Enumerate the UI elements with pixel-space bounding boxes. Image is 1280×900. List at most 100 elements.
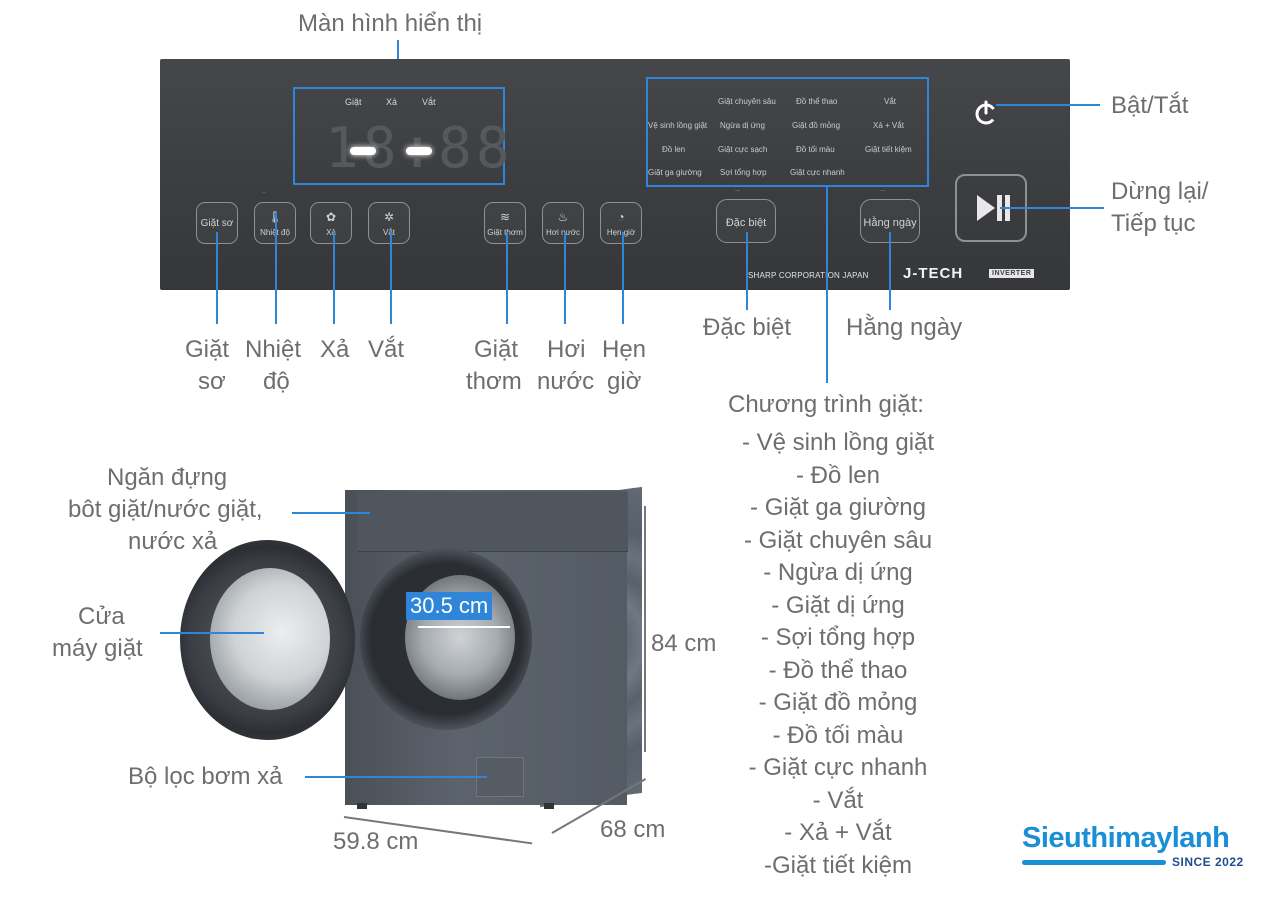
fragrance-button-label: Giặt thơm	[487, 228, 523, 237]
height-dimension-line	[644, 506, 646, 752]
sieuthimaylanh-logo: Sieuthimaylanh SINCE 2022	[1022, 822, 1252, 880]
inverter-badge: INVERTER	[989, 269, 1035, 278]
daily-hint: ◦◦◦	[880, 188, 886, 194]
power-callout-label: Bật/Tắt	[1111, 92, 1189, 119]
display-mode-spin: Vắt	[422, 97, 436, 107]
width-label: 59.8 cm	[333, 828, 419, 855]
list-item: - Giặt đồ mỏng	[758, 689, 918, 716]
door-glass	[210, 568, 330, 710]
list-item: - Đồ len	[795, 461, 881, 489]
timer-icon: ◔	[617, 210, 625, 224]
list-item: - Giặt dị ứng	[771, 591, 905, 619]
spin-button-label: Vắt	[382, 228, 395, 237]
prewash-button-label: Giặt sơ	[200, 218, 234, 229]
power-button[interactable]	[968, 95, 1004, 131]
list-item: - Giặt cực nhanh	[748, 754, 928, 781]
spin-button[interactable]: ✲ Vắt	[368, 202, 410, 244]
display-mode-wash: Giặt	[345, 97, 362, 107]
logo-name: Sieuthimaylanh	[1022, 822, 1230, 854]
temp-callout-2: độ	[263, 368, 290, 395]
spin-icon: ✲	[383, 210, 395, 224]
logo-since: SINCE 2022	[1172, 855, 1244, 869]
timer-button[interactable]: ◔ Hẹn giờ	[600, 202, 642, 244]
thermometer-icon: 🌡	[255, 210, 295, 224]
prewash-connector	[216, 232, 218, 324]
door-callout-2: máy giặt	[52, 635, 143, 662]
drum-diameter-label: 30.5 cm	[406, 592, 493, 620]
power-connector	[996, 104, 1100, 106]
list-item: - Vắt	[812, 786, 864, 814]
display-dash-left	[350, 147, 376, 155]
program-delicates: Giặt đồ mỏng	[792, 121, 841, 130]
list-item: - Giặt ga giường	[750, 494, 926, 521]
detergent-callout-1: Ngăn đựng	[107, 464, 228, 491]
fragrance-button[interactable]: ≋ Giặt thơm	[484, 202, 526, 244]
program-synthetic: Sợi tổng hợp	[720, 168, 767, 177]
timer-callout-2: giờ	[607, 368, 642, 395]
special-callout: Đặc biệt	[703, 314, 792, 341]
detergent-connector	[292, 512, 370, 514]
display-dash-right	[406, 147, 432, 155]
door-callout-1: Cửa	[78, 603, 125, 630]
program-rinse-spin: Xả + Vắt	[873, 121, 904, 130]
program-eco: Giặt tiết kiệm	[865, 145, 912, 154]
program-super-clean: Giặt cực sạch	[718, 145, 768, 154]
power-icon	[975, 100, 997, 125]
list-item: - Đồ tối màu	[772, 721, 904, 749]
prewash-callout-1: Giặt	[185, 336, 230, 363]
program-spin: Vắt	[884, 97, 897, 106]
pause-callout-line1: Dừng lại/	[1111, 178, 1209, 205]
rinse-button[interactable]: ✿ Xả	[310, 202, 352, 244]
pause-callout-line2: Tiếp tục	[1111, 210, 1196, 237]
machine-foot-right	[544, 803, 554, 809]
steam-callout-1: Hơi	[547, 336, 586, 363]
temp-hint: ◦◦	[262, 190, 266, 196]
daily-button-label: Hằng ngày	[863, 217, 917, 229]
list-item: - Giặt chuyên sâu	[743, 526, 933, 554]
timer-callout-1: Hẹn	[602, 336, 647, 363]
fragrance-icon: ≋	[499, 210, 511, 224]
program-highlight	[646, 77, 929, 187]
program-drum-clean: Vệ sinh lồng giặt	[648, 121, 708, 130]
program-sportswear: Đồ thể thao	[796, 97, 838, 106]
spin-callout: Vắt	[368, 336, 405, 363]
daily-connector	[889, 232, 891, 310]
display-highlight	[293, 87, 505, 185]
logo-wave	[1022, 860, 1166, 865]
detergent-callout-3: nước xả	[128, 528, 218, 555]
door-connector	[160, 632, 264, 634]
depth-label: 68 cm	[600, 816, 666, 843]
prewash-callout-2: sơ	[198, 368, 226, 395]
display-callout-label: Màn hình hiển thị	[298, 10, 483, 37]
rinse-callout: Xả	[320, 336, 350, 363]
temperature-button-label: Nhiệt độ	[260, 228, 290, 237]
spin-connector	[390, 232, 392, 324]
program-wool: Đồ len	[662, 145, 686, 154]
steam-icon: ♨	[557, 210, 569, 224]
list-item: - Sợi tổng hợp	[760, 624, 916, 651]
fragrance-connector	[506, 232, 508, 324]
detergent-drawer[interactable]	[358, 492, 628, 552]
fragrance-callout-1: Giặt	[474, 336, 519, 363]
timer-connector	[622, 232, 624, 324]
program-anti-allergy: Ngừa dị ứng	[720, 121, 765, 130]
list-item: -Giặt tiết kiệm	[763, 851, 913, 879]
drum-diameter-line	[418, 626, 510, 628]
filter-connector	[305, 776, 487, 778]
list-item: - Đồ thể thao	[768, 656, 908, 684]
special-connector	[746, 232, 748, 310]
steam-button[interactable]: ♨ Hơi nước	[542, 202, 584, 244]
special-hint: ◦◦◦	[735, 188, 741, 194]
machine-foot-left	[357, 803, 367, 809]
special-button-label: Đặc biệt	[725, 217, 767, 229]
daily-callout: Hằng ngày	[846, 314, 963, 341]
program-list-title: Chương trình giặt:	[728, 391, 924, 418]
program-quick-wash: Giặt cực nhanh	[790, 168, 845, 177]
height-label: 84 cm	[651, 630, 717, 657]
program-connector	[826, 187, 828, 383]
temp-callout-1: Nhiệt	[245, 336, 302, 363]
pause-connector	[1000, 207, 1104, 209]
filter-callout: Bộ lọc bơm xả	[128, 763, 283, 790]
list-item: - Ngừa dị ứng	[763, 559, 913, 586]
control-panel: Giặt Xả Vắt 18:88 Giặt chuyên sâu Đồ thể…	[160, 59, 1070, 290]
